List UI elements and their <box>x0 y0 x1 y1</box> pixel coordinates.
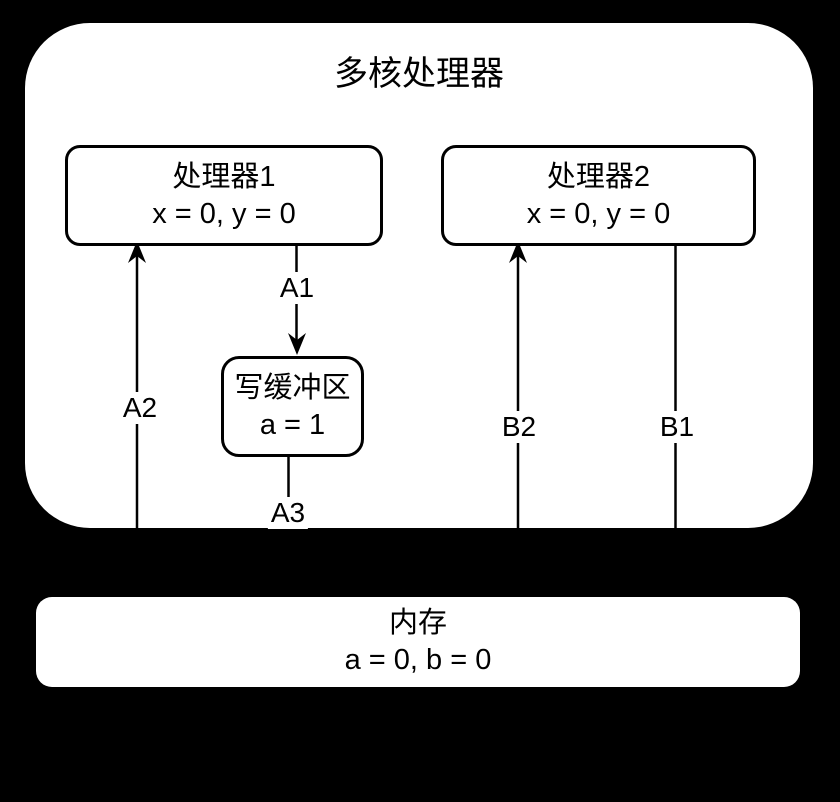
processor2-state: x = 0, y = 0 <box>526 197 671 230</box>
multicore-container-title: 多核处理器 <box>334 55 504 93</box>
processor1-box: 处理器1 x = 0, y = 0 <box>65 145 383 246</box>
edge-label-a1: A1 <box>276 272 318 304</box>
write-buffer-name: 写缓冲区 <box>234 371 351 404</box>
multicore-container-box <box>25 23 813 528</box>
write-buffer-box: 写缓冲区 a = 1 <box>221 356 364 457</box>
processor1-name: 处理器1 <box>172 160 276 193</box>
edge-a1-arrowhead-down-icon <box>288 333 306 355</box>
processor1-state: x = 0, y = 0 <box>152 197 296 230</box>
memory-state: a = 0, b = 0 <box>344 644 492 676</box>
write-buffer-state: a = 1 <box>259 408 326 441</box>
edge-label-a3: A3 <box>267 497 309 529</box>
edge-label-b1: B1 <box>656 411 698 443</box>
edge-label-a2: A2 <box>119 392 161 424</box>
edge-b2-arrowhead-up-icon <box>509 241 527 263</box>
memory-box: 内存 a = 0, b = 0 <box>36 597 800 687</box>
processor2-box: 处理器2 x = 0, y = 0 <box>441 145 756 246</box>
memory-name: 内存 <box>388 607 447 639</box>
edge-a2-arrowhead-up-icon <box>128 241 146 263</box>
edge-label-b2: B2 <box>498 411 540 443</box>
processor2-name: 处理器2 <box>546 160 651 193</box>
